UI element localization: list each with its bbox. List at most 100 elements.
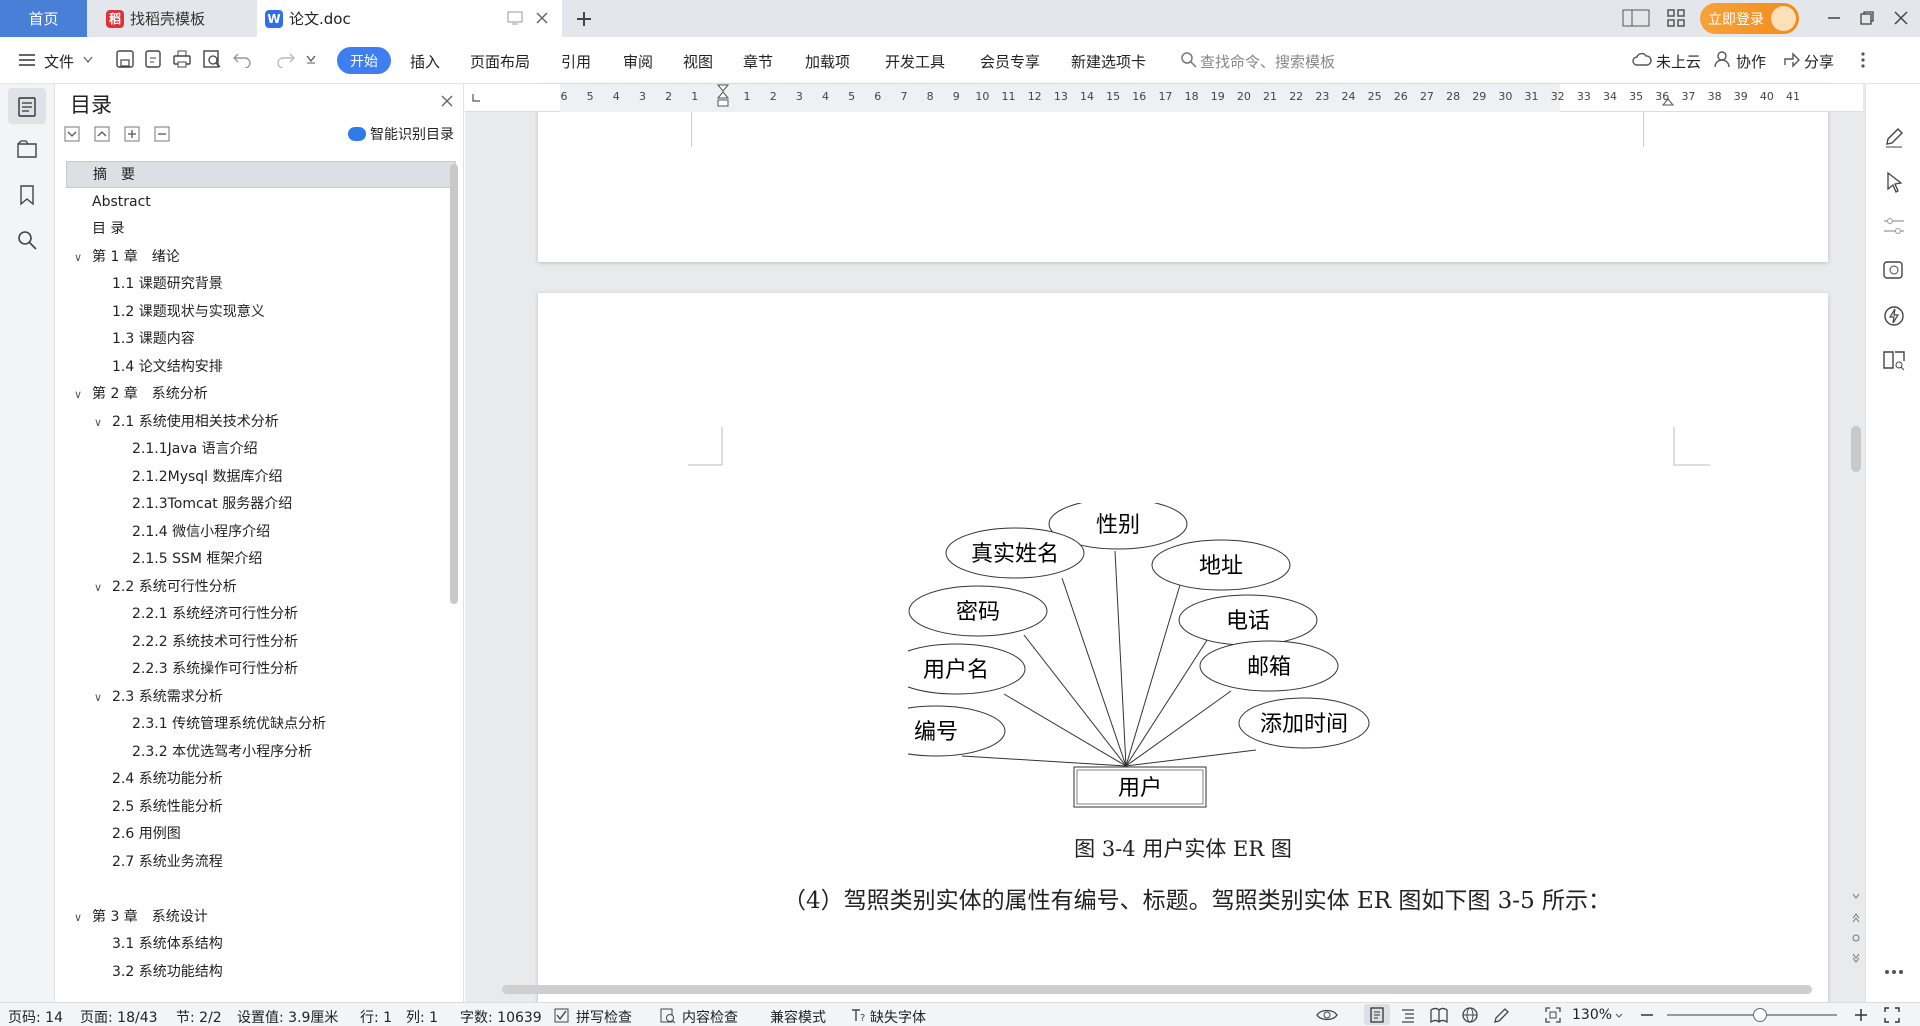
toc-scrollbar[interactable] xyxy=(450,164,458,604)
menu-file[interactable]: 文件 xyxy=(44,53,75,71)
close-panel-icon[interactable] xyxy=(440,94,454,108)
edit-pen-icon[interactable] xyxy=(1883,126,1905,148)
toc-item[interactable]: 2.5 系统性能分析 xyxy=(66,794,456,821)
spell-check-button[interactable]: 拼写检查 xyxy=(576,1010,632,1026)
toc-item[interactable]: ∨第 3 章 系统设计 xyxy=(66,904,456,931)
status-setting[interactable]: 设置值: 3.9厘米 xyxy=(237,1010,339,1026)
find-icon[interactable] xyxy=(16,229,38,251)
section-nav-icon[interactable] xyxy=(16,139,38,159)
fit-page-icon[interactable] xyxy=(1545,1007,1561,1023)
login-button[interactable]: 立即登录 xyxy=(1700,3,1799,34)
reading-view-icon[interactable] xyxy=(1430,1007,1448,1023)
menu-insert[interactable]: 插入 xyxy=(410,53,441,71)
window-mode-icon[interactable] xyxy=(507,11,523,25)
toc-item[interactable]: ∨2.1 系统使用相关技术分析 xyxy=(66,409,456,436)
status-pages[interactable]: 页面: 18/43 xyxy=(80,1010,158,1026)
menu-new-tab[interactable]: 新建选项卡 xyxy=(1071,53,1147,71)
horizontal-scrollbar[interactable] xyxy=(485,982,1830,996)
vertical-scrollbar[interactable] xyxy=(1849,112,1863,992)
add-heading-icon[interactable] xyxy=(124,126,140,142)
menu-addins[interactable]: 加载项 xyxy=(805,53,851,71)
collab-button[interactable]: 协作 xyxy=(1736,53,1767,71)
zoom-dropdown-icon[interactable] xyxy=(1615,1013,1623,1018)
print-icon[interactable] xyxy=(172,49,192,69)
content-check-button[interactable]: 内容检查 xyxy=(682,1010,738,1026)
outline-icon[interactable] xyxy=(17,97,37,117)
close-window-icon[interactable] xyxy=(1893,10,1909,26)
menu-chapter[interactable]: 章节 xyxy=(743,53,774,71)
toc-item[interactable]: 摘 要 xyxy=(66,161,456,188)
toc-item[interactable]: 目 录 xyxy=(66,216,456,243)
command-search-input[interactable]: 查找命令、搜索模板 xyxy=(1200,53,1336,71)
more-horizontal-icon[interactable] xyxy=(1884,969,1904,975)
toc-item[interactable]: 1.4 论文结构安排 xyxy=(66,354,456,381)
toc-item[interactable]: ∨第 1 章 绪论 xyxy=(66,244,456,271)
remove-heading-icon[interactable] xyxy=(154,126,170,142)
toc-item[interactable]: 2.7 系统业务流程 xyxy=(66,849,456,876)
web-view-icon[interactable] xyxy=(1462,1007,1478,1023)
eye-protect-icon[interactable] xyxy=(1316,1008,1338,1022)
redo-icon[interactable] xyxy=(276,50,296,68)
right-indent-icon[interactable] xyxy=(1662,98,1674,110)
toc-item[interactable]: 2.2.1 系统经济可行性分析 xyxy=(66,601,456,628)
adjust-sliders-icon[interactable] xyxy=(1882,216,1906,236)
layout-icon[interactable] xyxy=(1622,9,1650,27)
menu-page-layout[interactable]: 页面布局 xyxy=(470,53,531,71)
expand-chevron-icon[interactable]: ∨ xyxy=(94,690,103,704)
zoom-slider[interactable] xyxy=(1667,1014,1837,1016)
expand-chevron-icon[interactable]: ∨ xyxy=(74,388,83,401)
vscroll-thumb[interactable] xyxy=(1851,426,1861,472)
menu-start[interactable]: 开始 xyxy=(337,47,391,74)
toc-item[interactable]: 2.6 用例图 xyxy=(66,821,456,848)
ai-assistant-icon[interactable] xyxy=(1883,305,1905,327)
reader-icon[interactable] xyxy=(1882,349,1906,371)
toc-item[interactable]: 2.1.5 SSM 框架介绍 xyxy=(66,546,456,573)
indent-marker-icon[interactable] xyxy=(717,84,729,110)
print-preview-icon[interactable] xyxy=(202,49,222,69)
toc-item[interactable]: 2.2.3 系统操作可行性分析 xyxy=(66,656,456,683)
toc-item[interactable]: ∨2.2 系统可行性分析 xyxy=(66,574,456,601)
status-page-code[interactable]: 页码: 14 xyxy=(8,1010,63,1026)
toc-item[interactable]: 2.4 系统功能分析 xyxy=(66,766,456,793)
toc-item[interactable]: 1.1 课题研究背景 xyxy=(66,271,456,298)
tab-stop-icon[interactable] xyxy=(471,93,481,103)
write-view-icon[interactable] xyxy=(1493,1007,1511,1023)
apps-grid-icon[interactable] xyxy=(1666,8,1686,28)
missing-font-button[interactable]: 缺失字体 xyxy=(870,1010,926,1026)
toc-item[interactable]: 2.1.1Java 语言介绍 xyxy=(66,436,456,463)
image-tool-icon[interactable] xyxy=(1882,260,1906,282)
menu-member[interactable]: 会员专享 xyxy=(980,53,1041,71)
expand-chevron-icon[interactable]: ∨ xyxy=(94,580,103,594)
toc-item[interactable]: 2.3.2 本优选驾考小程序分析 xyxy=(66,739,456,766)
new-tab-icon[interactable] xyxy=(575,10,593,28)
cloud-status[interactable]: 未上云 xyxy=(1656,53,1702,71)
toc-item[interactable]: 2.3.1 传统管理系统优缺点分析 xyxy=(66,711,456,738)
more-icon[interactable] xyxy=(1860,51,1866,69)
collapse-all-icon[interactable] xyxy=(64,126,80,142)
zoom-slider-handle[interactable] xyxy=(1753,1008,1767,1022)
tab-home[interactable]: 首页 xyxy=(0,0,87,37)
bookmark-icon[interactable] xyxy=(18,184,36,206)
minimize-icon[interactable] xyxy=(1826,11,1842,25)
toc-item[interactable]: 2.1.2Mysql 数据库介绍 xyxy=(66,464,456,491)
toc-item[interactable]: 1.2 课题现状与实现意义 xyxy=(66,299,456,326)
menu-review[interactable]: 审阅 xyxy=(623,53,654,71)
expand-up-icon[interactable] xyxy=(94,126,110,142)
status-row[interactable]: 行: 1 xyxy=(360,1010,393,1026)
page-view-icon[interactable] xyxy=(1369,1007,1385,1023)
restore-icon[interactable] xyxy=(1859,10,1875,26)
status-col[interactable]: 列: 1 xyxy=(406,1010,439,1026)
toc-item[interactable]: 1.3 课题内容 xyxy=(66,326,456,353)
tab-doc[interactable]: W 论文.doc xyxy=(257,0,562,37)
toc-item[interactable]: ∨2.3 系统需求分析 xyxy=(66,684,456,711)
menu-references[interactable]: 引用 xyxy=(561,53,592,71)
select-pointer-icon[interactable] xyxy=(1884,171,1904,193)
fullscreen-icon[interactable] xyxy=(1884,1007,1900,1023)
menu-dev-tools[interactable]: 开发工具 xyxy=(885,53,946,71)
status-section[interactable]: 节: 2/2 xyxy=(176,1010,222,1026)
page-nav-icons[interactable] xyxy=(1851,892,1861,972)
hscroll-thumb[interactable] xyxy=(502,985,1812,994)
zoom-level[interactable]: 130% xyxy=(1572,1007,1613,1023)
save-icon[interactable] xyxy=(115,49,135,69)
zoom-out-icon[interactable] xyxy=(1640,1009,1654,1021)
